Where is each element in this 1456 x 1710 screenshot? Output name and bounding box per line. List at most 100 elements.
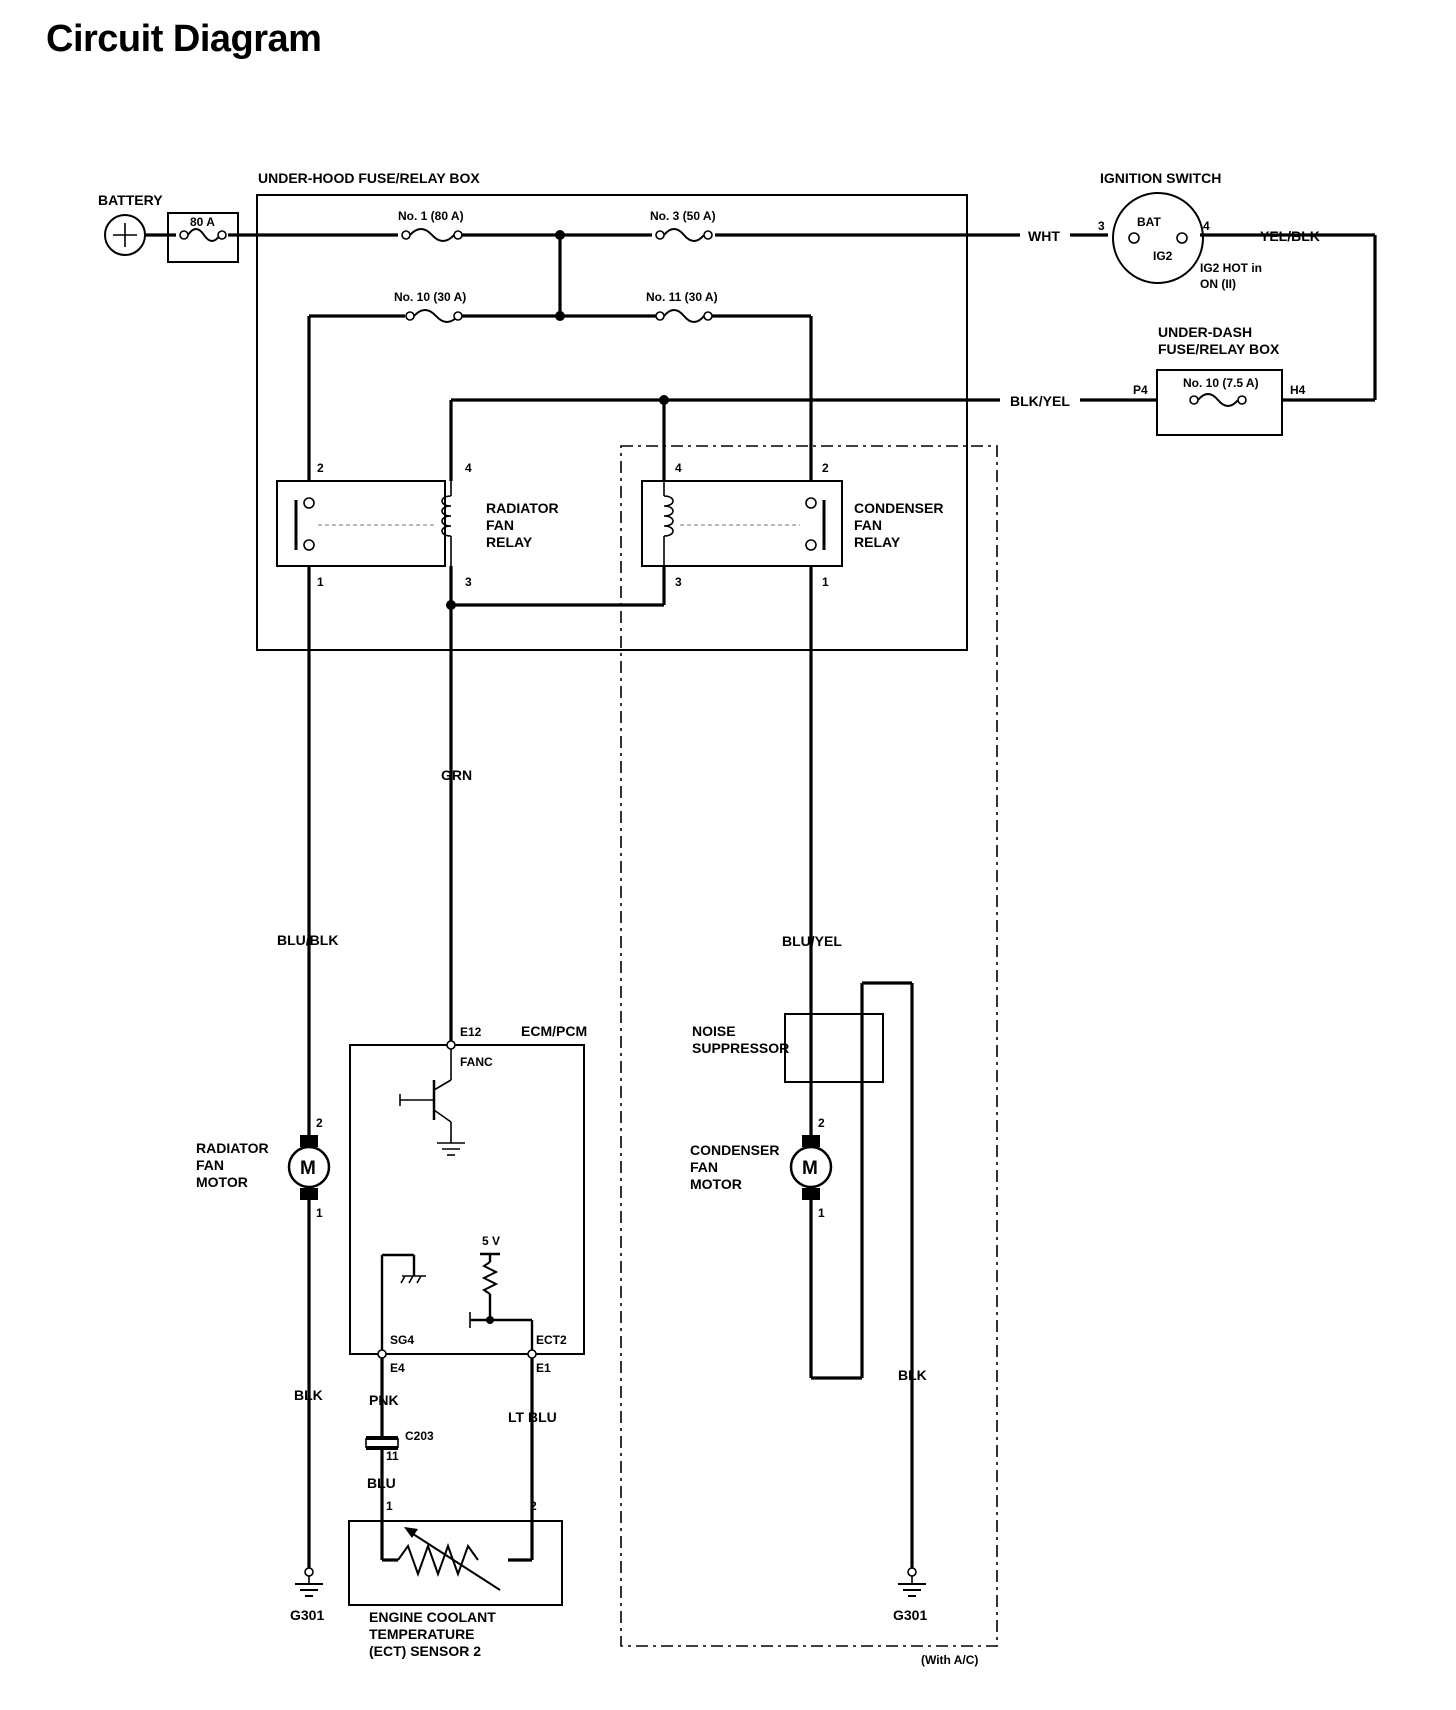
radiator-relay-label-1: RADIATOR <box>486 500 559 516</box>
radiator-relay-label-2: FAN <box>486 517 514 533</box>
battery-symbol <box>104 214 146 256</box>
blu-label: BLU <box>367 1475 396 1491</box>
radiator-relay-pin-1: 1 <box>317 575 324 589</box>
fuse-80a-label: 80 A <box>190 215 215 229</box>
fuse-80a-box <box>167 212 239 263</box>
fuse-symbols <box>179 228 1247 407</box>
noise-label-2: SUPPRESSOR <box>692 1040 789 1056</box>
radiator-relay-pin-3: 3 <box>465 575 472 589</box>
radiator-fan-motor-symbol <box>287 1135 331 1200</box>
fuse-no3-label: No. 3 (50 A) <box>650 209 716 223</box>
g301-left-label: G301 <box>290 1607 324 1623</box>
radiator-motor-pin-2: 2 <box>316 1116 323 1130</box>
blu-yel-label: BLU/YEL <box>782 933 842 949</box>
radiator-relay-pin-2: 2 <box>317 461 324 475</box>
ignition-switch-label: IGNITION SWITCH <box>1100 170 1221 186</box>
radiator-motor-label-3: MOTOR <box>196 1174 248 1190</box>
fuse-no10-75-label: No. 10 (7.5 A) <box>1183 376 1259 390</box>
fanc-label: FANC <box>460 1055 493 1069</box>
ecm-sensor-ground <box>380 1253 426 1354</box>
under-dash-label-1: UNDER-DASH <box>1158 324 1252 340</box>
ignition-switch <box>1112 192 1204 284</box>
blk-right-label: BLK <box>898 1367 927 1383</box>
five-v-label: 5 V <box>482 1234 500 1248</box>
bat-label: BAT <box>1137 215 1161 229</box>
ect-sensor-label-3: (ECT) SENSOR 2 <box>369 1643 481 1659</box>
e4-label: E4 <box>390 1361 405 1375</box>
condenser-relay-pin-3: 3 <box>675 575 682 589</box>
under-dash-label-2: FUSE/RELAY BOX <box>1158 341 1280 357</box>
pin-terminals <box>377 1040 537 1359</box>
radiator-motor-pin-1: 1 <box>316 1206 323 1220</box>
ect-sensor-label-2: TEMPERATURE <box>369 1626 475 1642</box>
e12-label: E12 <box>460 1025 482 1039</box>
under-hood-fuse-relay-box <box>256 194 968 651</box>
c203-label: C203 <box>405 1429 434 1443</box>
junctions <box>446 230 669 610</box>
ign-pin-4: 4 <box>1203 219 1210 233</box>
with-ac-label: (With A/C) <box>921 1653 978 1667</box>
condenser-motor-label-1: CONDENSER <box>690 1142 779 1158</box>
ig2-hot-line1: IG2 HOT in <box>1200 261 1262 275</box>
yel-blk-label: YEL/BLK <box>1260 228 1320 244</box>
condenser-relay-pin-1: 1 <box>822 575 829 589</box>
radiator-fan-relay <box>276 480 446 567</box>
c203-pin-11: 11 <box>386 1449 399 1463</box>
under-hood-box-label: UNDER-HOOD FUSE/RELAY BOX <box>258 170 480 186</box>
condenser-relay-label-1: CONDENSER <box>854 500 943 516</box>
condenser-relay-internals <box>663 481 826 566</box>
condenser-motor-m: M <box>802 1158 818 1179</box>
radiator-motor-label-2: FAN <box>196 1157 224 1173</box>
ect-sensor-label-1: ENGINE COOLANT <box>369 1609 496 1625</box>
fuse-no11-label: No. 11 (30 A) <box>646 290 718 304</box>
wht-label: WHT <box>1028 228 1060 244</box>
ign-pin-3: 3 <box>1098 219 1105 233</box>
ecm-transistor <box>399 1045 465 1156</box>
ecm-pcm-box <box>349 1044 585 1355</box>
grn-label: GRN <box>441 767 472 783</box>
ect2-label: ECT2 <box>536 1333 567 1347</box>
condenser-fan-motor-symbol <box>789 1135 833 1200</box>
ecm-5v-pullup <box>469 1252 534 1354</box>
labels: BATTERY 80 A UNDER-HOOD FUSE/RELAY BOX N… <box>98 170 1320 1667</box>
ig2-label: IG2 <box>1153 249 1173 263</box>
ig2-hot-line2: ON (II) <box>1200 277 1236 291</box>
e1-label: E1 <box>536 1361 551 1375</box>
condenser-motor-pin-1: 1 <box>818 1206 825 1220</box>
radiator-relay-pin-4: 4 <box>465 461 472 475</box>
radiator-motor-label-1: RADIATOR <box>196 1140 269 1156</box>
ground-left <box>295 1567 323 1597</box>
ect-pin-2: 2 <box>530 1499 537 1513</box>
lt-blu-label: LT BLU <box>508 1409 557 1425</box>
radiator-relay-internals <box>294 481 452 566</box>
radiator-relay-label-3: RELAY <box>486 534 533 550</box>
c203-connector <box>365 1436 399 1450</box>
blk-yel-label: BLK/YEL <box>1010 393 1070 409</box>
ect-thermistor <box>397 1527 501 1591</box>
condenser-fan-relay <box>641 480 843 567</box>
page-title: Circuit Diagram <box>46 18 322 60</box>
condenser-relay-label-2: FAN <box>854 517 882 533</box>
condenser-relay-pin-2: 2 <box>822 461 829 475</box>
ect-sensor-2 <box>348 1520 563 1606</box>
radiator-motor-m: M <box>300 1158 316 1179</box>
ecm-pcm-label: ECM/PCM <box>521 1023 587 1039</box>
condenser-motor-label-3: MOTOR <box>690 1176 742 1192</box>
fuse-no1-label: No. 1 (80 A) <box>398 209 464 223</box>
sg4-label: SG4 <box>390 1333 414 1347</box>
wiring <box>145 233 1377 1568</box>
noise-label-1: NOISE <box>692 1023 736 1039</box>
condenser-motor-label-2: FAN <box>690 1159 718 1175</box>
condenser-relay-label-3: RELAY <box>854 534 901 550</box>
battery-label: BATTERY <box>98 192 163 208</box>
blu-blk-label: BLU/BLK <box>277 932 338 948</box>
p4-label: P4 <box>1133 383 1148 397</box>
noise-suppressor <box>784 1013 884 1083</box>
with-ac-dashed-region <box>620 445 998 1647</box>
pnk-label: PNK <box>369 1392 399 1408</box>
fuse-no10-label: No. 10 (30 A) <box>394 290 466 304</box>
condenser-relay-pin-4: 4 <box>675 461 682 475</box>
h4-label: H4 <box>1290 383 1306 397</box>
blk-left-label: BLK <box>294 1387 323 1403</box>
